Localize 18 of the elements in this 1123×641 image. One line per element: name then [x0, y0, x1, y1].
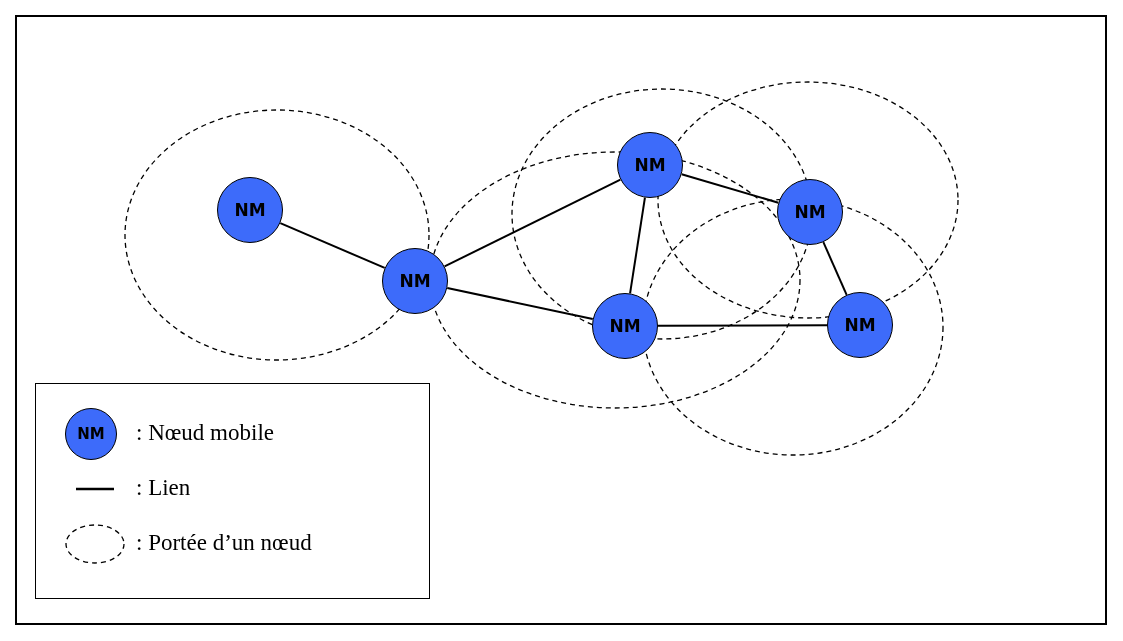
link-line: [680, 173, 780, 204]
link-line: [629, 196, 646, 295]
legend-text: : Portée d’un nœud: [136, 530, 312, 556]
node-label: NM: [399, 271, 431, 291]
link-line: [657, 324, 828, 327]
legend-text: : Lien: [136, 475, 191, 501]
node-label: NM: [77, 425, 105, 443]
mobile-node-circle: [382, 248, 448, 314]
node-label: NM: [234, 200, 266, 220]
node-label: NM: [794, 202, 826, 222]
link-line: [279, 222, 386, 269]
legend-text: : Nœud mobile: [136, 420, 274, 446]
link-line: [822, 241, 848, 296]
node-label: NM: [634, 155, 666, 175]
link-line: [446, 286, 594, 321]
node-label: NM: [609, 316, 641, 336]
link-line: [443, 178, 622, 268]
node-label: NM: [844, 315, 876, 335]
